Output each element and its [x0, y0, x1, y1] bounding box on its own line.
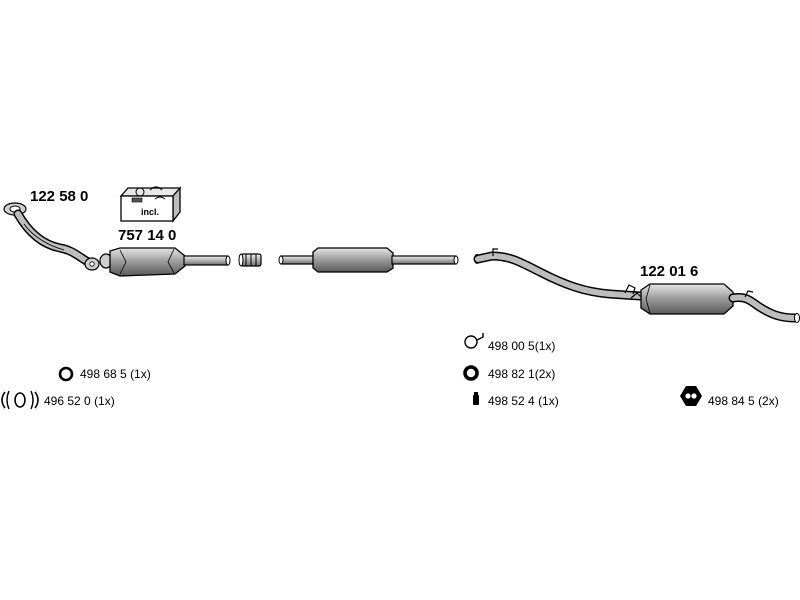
rubber-ring-icon: [463, 365, 479, 381]
accessory-498524: 498 52 4 (1x): [488, 394, 559, 408]
clamp-icon: [1, 390, 39, 410]
accessory-498005: 498 00 5(1x): [488, 339, 555, 353]
catalyst-part[interactable]: [99, 247, 231, 277]
mounting-kit-box[interactable]: incl.: [119, 186, 182, 223]
ring-icon: [58, 366, 74, 382]
catalyst-number: 757 14 0: [118, 227, 176, 244]
rubber-block-icon: [473, 392, 479, 405]
front-pipe-part[interactable]: [3, 202, 100, 271]
front-pipe-number: 122 58 0: [30, 188, 88, 205]
accessory-498821: 498 82 1(2x): [488, 367, 555, 381]
pipe-clamp-part[interactable]: [238, 253, 262, 267]
kit-label: incl.: [141, 207, 159, 217]
accessory-498685: 498 68 5 (1x): [80, 367, 151, 381]
rear-silencer-part[interactable]: [473, 248, 800, 323]
middle-silencer-part[interactable]: [278, 247, 459, 273]
accessory-498845: 498 84 5 (2x): [708, 394, 779, 408]
accessory-496520: 496 52 0 (1x): [44, 394, 115, 408]
rear-silencer-number: 122 01 6: [640, 263, 698, 280]
rubber-mount-icon: [680, 386, 702, 406]
hanger-hook-icon: [464, 333, 484, 349]
